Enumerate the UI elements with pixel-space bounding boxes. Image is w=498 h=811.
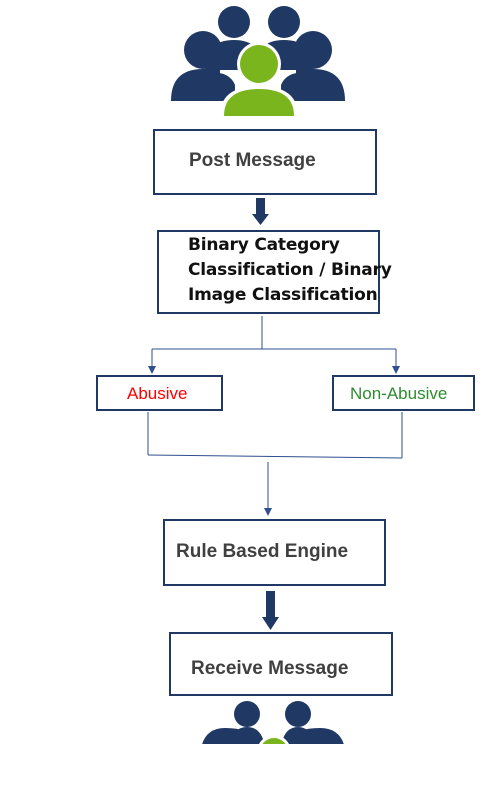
arrow-rule-to-receive <box>262 591 279 630</box>
receive-message-label: Receive Message <box>191 658 349 679</box>
classification-line-1: Binary Category <box>188 235 340 255</box>
classification-box: Binary Category Classification / Binary … <box>157 230 392 314</box>
non-abusive-box: Non-Abusive <box>332 375 475 411</box>
user-group-icon <box>171 6 345 116</box>
rule-based-engine-box: Rule Based Engine <box>163 519 386 586</box>
classification-label: Binary Category Classification / Binary … <box>188 233 392 308</box>
classification-line-3: Image Classification <box>188 285 378 305</box>
split-connector <box>148 316 400 374</box>
user-group-icon <box>202 701 344 744</box>
post-message-label: Post Message <box>189 150 316 171</box>
arrow-post-to-classification <box>252 198 269 225</box>
non-abusive-label: Non-Abusive <box>350 384 448 403</box>
abusive-box: Abusive <box>96 375 223 411</box>
receive-message-box: Receive Message <box>169 632 393 696</box>
merge-connector <box>147 412 403 516</box>
rule-based-engine-label: Rule Based Engine <box>176 541 349 562</box>
post-message-box: Post Message <box>153 129 377 195</box>
abusive-label: Abusive <box>127 384 188 403</box>
classification-line-2: Classification / Binary <box>188 260 392 280</box>
